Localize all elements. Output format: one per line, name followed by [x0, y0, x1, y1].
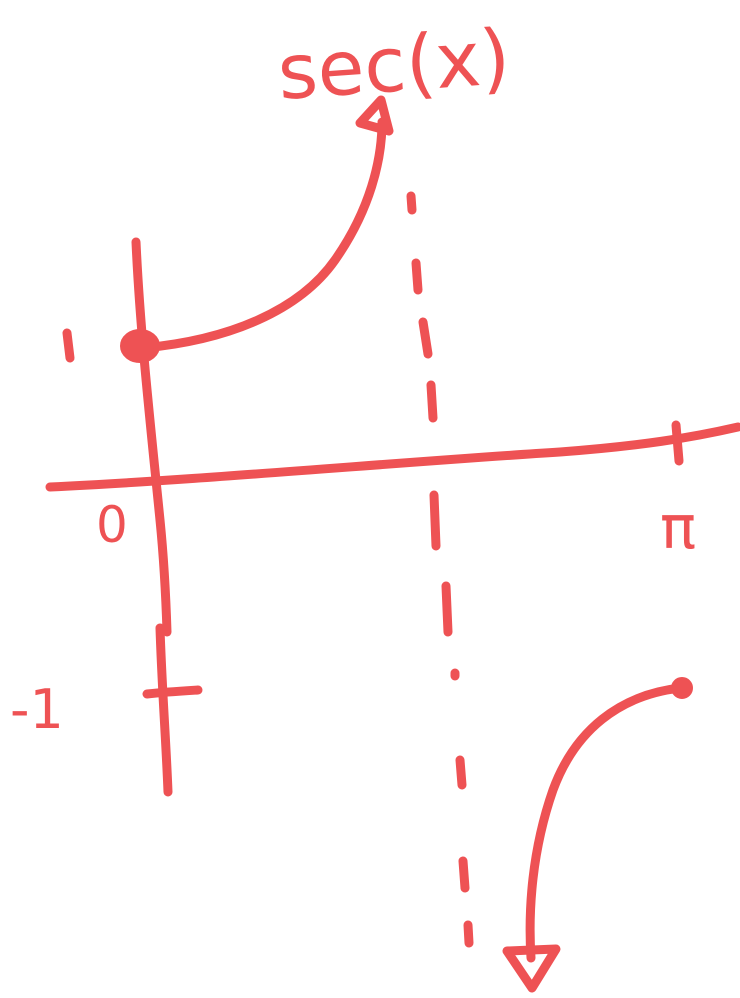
- y-axis-lower: [155, 623, 173, 797]
- x-zero-label: 0: [96, 496, 128, 554]
- triangle-arrowhead-up-icon: [355, 95, 394, 136]
- y-minus-one-label: -1: [10, 678, 64, 741]
- y-one-mark: [62, 328, 75, 363]
- asymptote-dashes: [406, 191, 474, 948]
- triangle-arrowhead-down-icon: [502, 944, 561, 993]
- x-pi-label: π: [660, 493, 696, 563]
- y-tick-minus-one: [142, 685, 203, 699]
- lower-branch-curve: [525, 683, 685, 963]
- upper-branch-curve: [138, 117, 387, 353]
- y-one-label: 1: [48, 359, 49, 361]
- y-axis: [131, 237, 172, 637]
- endpoint-dot-icon: [671, 677, 693, 699]
- x-tick-pi: [671, 420, 684, 466]
- filled-dot-icon: [120, 329, 160, 363]
- title-label: sec(x): [275, 12, 513, 117]
